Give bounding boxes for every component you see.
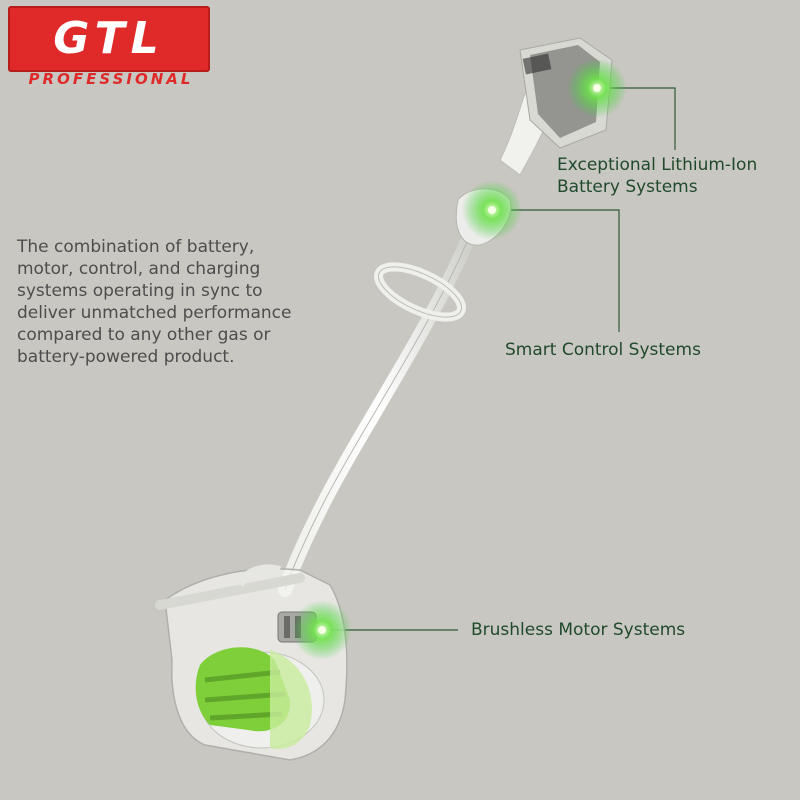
description-text: The combination of battery, motor, contr… xyxy=(17,236,337,368)
callout-battery-line1: Exceptional Lithium-Ion xyxy=(557,155,758,175)
description-line: deliver unmatched performance xyxy=(17,303,292,323)
logo-text: GTL xyxy=(53,13,165,64)
callout-battery: Exceptional Lithium-Ion Battery Systems xyxy=(557,154,757,198)
green-auger xyxy=(195,647,291,732)
thrower-head xyxy=(155,564,348,761)
brand-logo: GTL PROFESSIONAL xyxy=(8,6,210,90)
description-line: systems operating in sync to xyxy=(17,281,263,301)
callout-motor: Brushless Motor Systems xyxy=(471,620,686,640)
description-line: motor, control, and charging xyxy=(17,259,261,279)
description-line: battery-powered product. xyxy=(17,347,235,367)
callout-battery-line2: Battery Systems xyxy=(557,177,698,197)
logo-badge: GTL xyxy=(8,6,210,72)
logo-subtitle: PROFESSIONAL xyxy=(28,70,194,88)
description-line: compared to any other gas or xyxy=(17,325,271,345)
callout-control: Smart Control Systems xyxy=(505,340,701,360)
highlight-glows xyxy=(292,58,627,660)
description-line: The combination of battery, xyxy=(17,237,255,257)
